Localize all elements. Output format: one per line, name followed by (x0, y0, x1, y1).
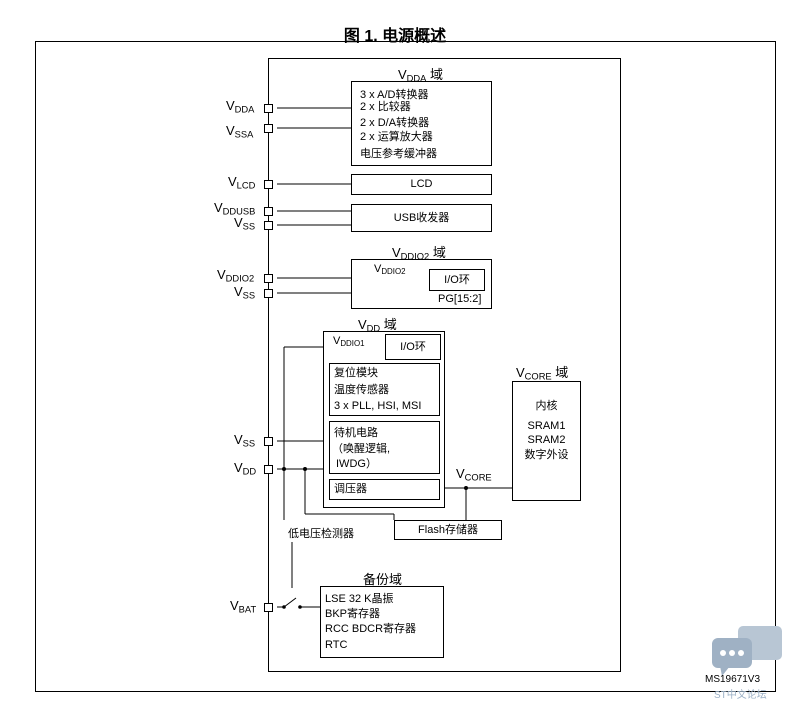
lvd-label: 低电压检测器 (287, 528, 355, 542)
core-line-sram1: SRAM1 (527, 420, 566, 432)
standby-block: 待机电路 （唤醒逻辑, IWDG） (329, 421, 440, 474)
chip-outline (268, 58, 621, 672)
regulator-box: 调压器 (329, 479, 440, 500)
vddio2-io-ring: I/O环 (429, 269, 485, 291)
standby-line-3: IWDG） (336, 458, 377, 470)
vdd-domain-box: VDDIO1 I/O环 复位模块 温度传感器 3 x PLL, HSI, MSI… (323, 331, 445, 508)
vdd-domain-title: VDD 域 (358, 317, 397, 334)
pin-label-vss: VSS (234, 432, 256, 449)
figure-title: 图 1. 电源概述 (343, 28, 447, 45)
vdda-line-opamp: 2 x 运算放大器 (360, 131, 433, 143)
vdda-line-comp: 2 x 比较器 (360, 101, 411, 113)
regulator-label: 调压器 (334, 483, 367, 495)
pin-label-vssa: VSSA (226, 123, 254, 140)
backup-line-rtc: RTC (325, 639, 348, 651)
pad-vss-io2 (264, 289, 273, 298)
pin-label-vbat: VBAT (230, 598, 257, 615)
pin-label-vss-io2: VSS (234, 284, 256, 301)
vddio2-domain-title: VDDIO2 域 (392, 245, 446, 262)
vddio2-inner-label: VDDIO2 (374, 263, 406, 276)
reset-line-3: 3 x PLL, HSI, MSI (334, 400, 422, 412)
core-domain-box: 内核 SRAM1 SRAM2 数字外设 (512, 381, 581, 501)
reset-line-1: 复位模块 (334, 367, 378, 379)
pad-vddusb (264, 207, 273, 216)
backup-line-bkp: BKP寄存器 (325, 608, 381, 620)
core-line-cpu: 内核 (535, 400, 558, 412)
vdda-line-adc: 3 x A/D转换器 (360, 89, 429, 101)
forum-chat-icon (712, 626, 782, 676)
pad-vlcd (264, 180, 273, 189)
standby-line-2: （唤醒逻辑, (332, 443, 391, 455)
vdd-io-ring: I/O环 (385, 334, 441, 360)
watermark-text: ST中文论坛 (714, 690, 767, 701)
flash-box: Flash存储器 (394, 520, 502, 540)
vcore-label: VCORE (456, 466, 492, 483)
pad-vssa (264, 124, 273, 133)
usb-label: USB收发器 (393, 212, 450, 224)
figure-code: MS19671V3 (705, 674, 761, 685)
flash-label: Flash存储器 (418, 524, 478, 536)
vdda-domain-title: VDDA 域 (398, 67, 444, 84)
vdda-domain-box: 3 x A/D转换器 2 x 比较器 2 x D/A转换器 2 x 运算放大器 … (351, 81, 492, 166)
pad-vddio2 (264, 274, 273, 283)
vddio1-label: VDDIO1 (333, 335, 365, 348)
pad-vdd (264, 465, 273, 474)
pin-label-vss-usb: VSS (234, 215, 256, 232)
vddio2-pg-label: PG[15:2] (438, 293, 482, 305)
pin-label-vddio2: VDDIO2 (217, 267, 255, 284)
lcd-box: LCD (351, 174, 492, 195)
pin-label-vlcd: VLCD (228, 174, 256, 191)
vdda-line-dac: 2 x D/A转换器 (360, 117, 430, 129)
backup-line-bdcr: RCC BDCR寄存器 (325, 623, 417, 635)
pad-vss-usb (264, 221, 273, 230)
vddio2-io-label: I/O环 (444, 274, 470, 286)
figure-frame (35, 41, 776, 692)
vddio2-domain-box: VDDIO2 I/O环 PG[15:2] (351, 259, 492, 309)
backup-line-lse: LSE 32 K晶振 (325, 593, 394, 605)
pin-label-vdd: VDD (234, 460, 257, 477)
pad-vss (264, 437, 273, 446)
reset-line-2: 温度传感器 (334, 384, 389, 396)
reset-block: 复位模块 温度传感器 3 x PLL, HSI, MSI (329, 363, 440, 416)
pad-vdda (264, 104, 273, 113)
lcd-label: LCD (410, 178, 433, 190)
core-line-sram2: SRAM2 (527, 434, 566, 446)
vdda-line-vrefbuf: 电压参考缓冲器 (360, 148, 437, 160)
backup-domain-title: 备份域 (363, 572, 403, 587)
backup-domain-box: LSE 32 K晶振 BKP寄存器 RCC BDCR寄存器 RTC (320, 586, 444, 658)
standby-line-1: 待机电路 (334, 427, 378, 439)
pin-label-vddusb: VDDUSB (214, 200, 256, 217)
usb-box: USB收发器 (351, 204, 492, 232)
pad-vbat (264, 603, 273, 612)
vdd-io-label: I/O环 (400, 341, 426, 353)
pin-label-vdda: VDDA (226, 98, 255, 115)
core-line-periph: 数字外设 (524, 449, 569, 461)
core-domain-title: VCORE 域 (516, 365, 569, 382)
